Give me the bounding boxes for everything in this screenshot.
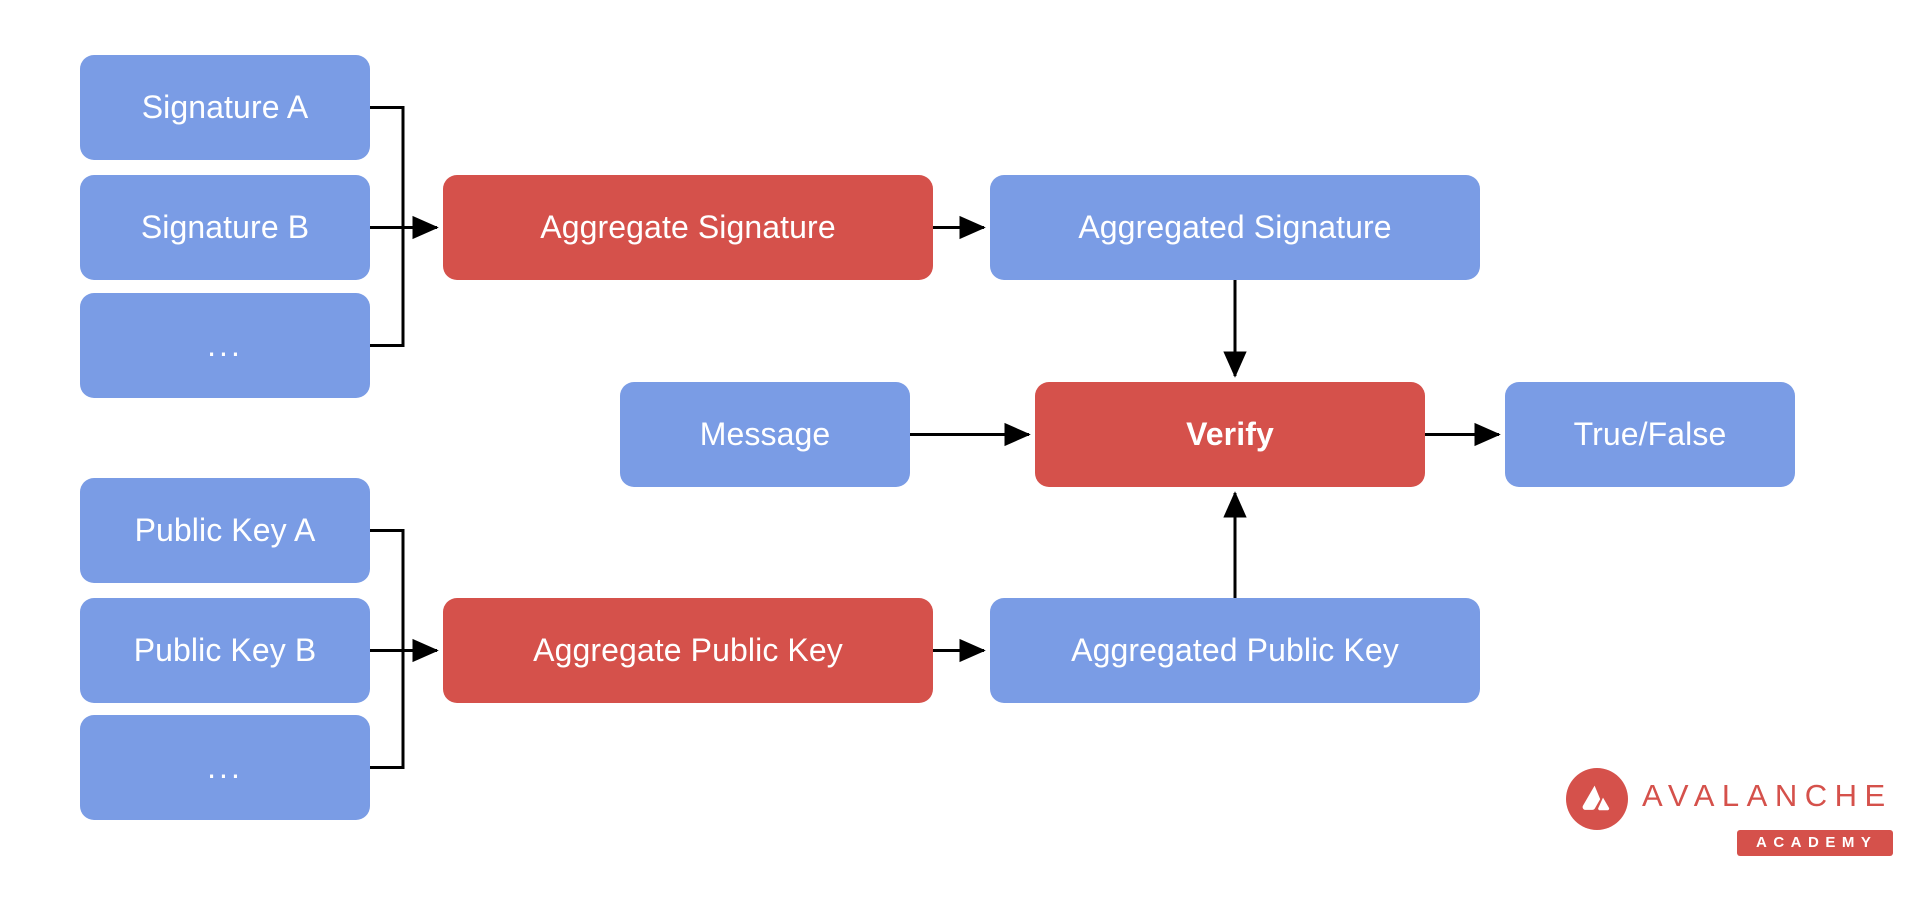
node-public-key-b[interactable]: Public Key B — [80, 598, 370, 703]
node-label: Public Key A — [134, 511, 316, 548]
node-signature-more[interactable]: ... — [80, 293, 370, 398]
avalanche-logo-mark — [1566, 768, 1628, 830]
node-verify[interactable]: Verify — [1035, 382, 1425, 487]
node-label: Signature B — [140, 208, 310, 245]
edge-sig-more-to-bus — [370, 227, 405, 347]
node-label: True/False — [1573, 415, 1727, 452]
node-label: ... — [207, 326, 243, 363]
node-public-key-a[interactable]: Public Key A — [80, 478, 370, 583]
node-aggregate-public-key[interactable]: Aggregate Public Key — [443, 598, 933, 703]
node-label: Public Key B — [133, 631, 317, 668]
node-signature-b[interactable]: Signature B — [80, 175, 370, 280]
node-label: Aggregated Signature — [1078, 208, 1392, 245]
edge-pk-more-to-bus — [370, 650, 405, 769]
node-public-key-more[interactable]: ... — [80, 715, 370, 820]
academy-badge: ACADEMY — [1737, 830, 1894, 856]
node-aggregated-signature[interactable]: Aggregated Signature — [990, 175, 1480, 280]
node-label: Message — [699, 415, 831, 452]
node-label: Signature A — [141, 88, 309, 125]
avalanche-a-glyph — [1582, 785, 1610, 811]
node-label: ... — [207, 748, 243, 785]
node-label: Aggregate Signature — [540, 208, 836, 245]
node-true-false[interactable]: True/False — [1505, 382, 1795, 487]
node-label: Aggregated Public Key — [1071, 631, 1399, 668]
edge-pk-a-to-bus — [370, 529, 405, 651]
node-label: Aggregate Public Key — [533, 631, 843, 668]
edge-sig-a-to-bus — [370, 106, 405, 228]
avalanche-academy-logo: AVALANCHE ACADEMY — [1566, 768, 1896, 868]
node-aggregate-signature[interactable]: Aggregate Signature — [443, 175, 933, 280]
avalanche-wordmark: AVALANCHE — [1642, 778, 1893, 813]
node-aggregated-public-key[interactable]: Aggregated Public Key — [990, 598, 1480, 703]
node-signature-a[interactable]: Signature A — [80, 55, 370, 160]
node-label: Verify — [1186, 415, 1274, 452]
node-message[interactable]: Message — [620, 382, 910, 487]
